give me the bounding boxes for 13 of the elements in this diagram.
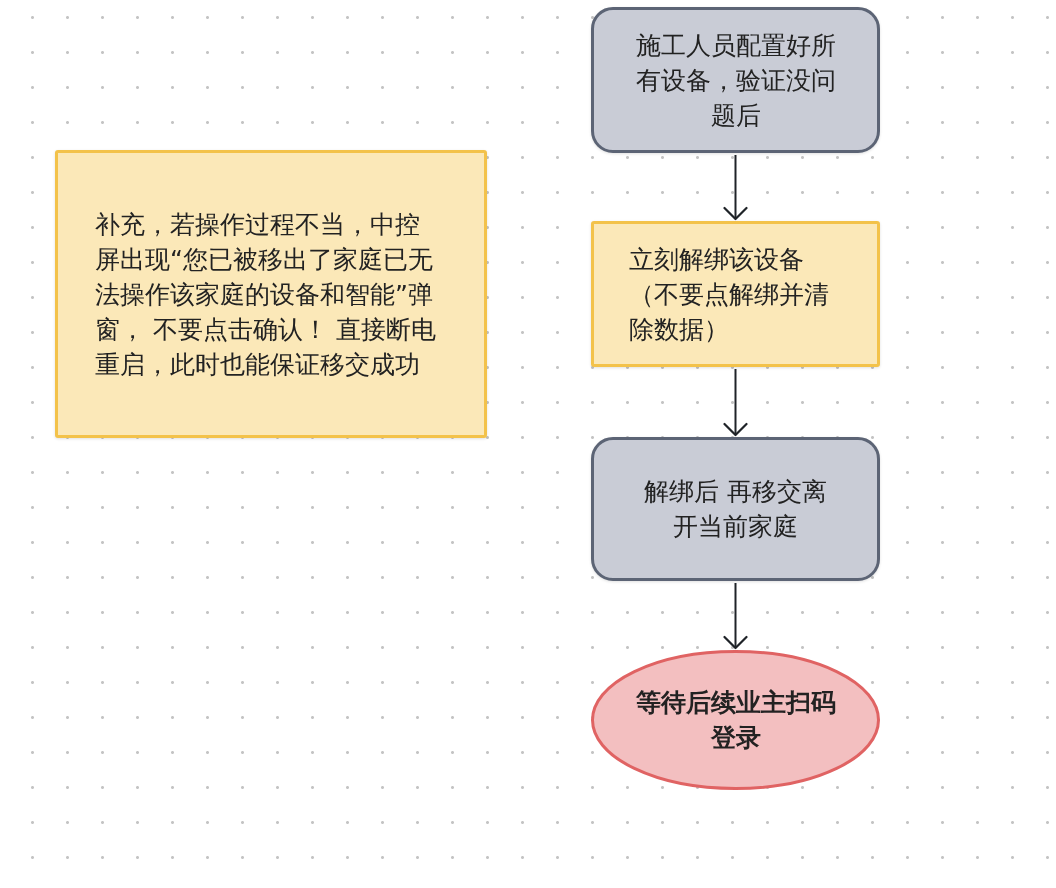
note-text: 补充，若操作过程不当，中控屏出现“您已被移出了家庭已无法操作该家庭的设备和智能”弹窗， 不要点击确认！ 直接断电重启，此时也能保证移交成功: [95, 208, 437, 381]
highlighted-step-box: [591, 221, 880, 367]
step-text: 等待后续业主扫码登录: [634, 687, 837, 754]
process-box: [591, 7, 880, 153]
step-text: 解绑后 再移交离开当前家庭: [643, 476, 828, 543]
arrow: [723, 582, 748, 650]
arrow: [723, 368, 748, 437]
arrow: [723, 154, 748, 221]
step-text: 立刻解绑该设备（不要点解绑并清除数据）: [629, 243, 830, 346]
process-box: [591, 437, 880, 581]
step-text: 施工人员配置好所有设备，验证没问题后: [634, 29, 837, 132]
end-ellipse: [591, 650, 880, 790]
note-box: [55, 150, 487, 438]
